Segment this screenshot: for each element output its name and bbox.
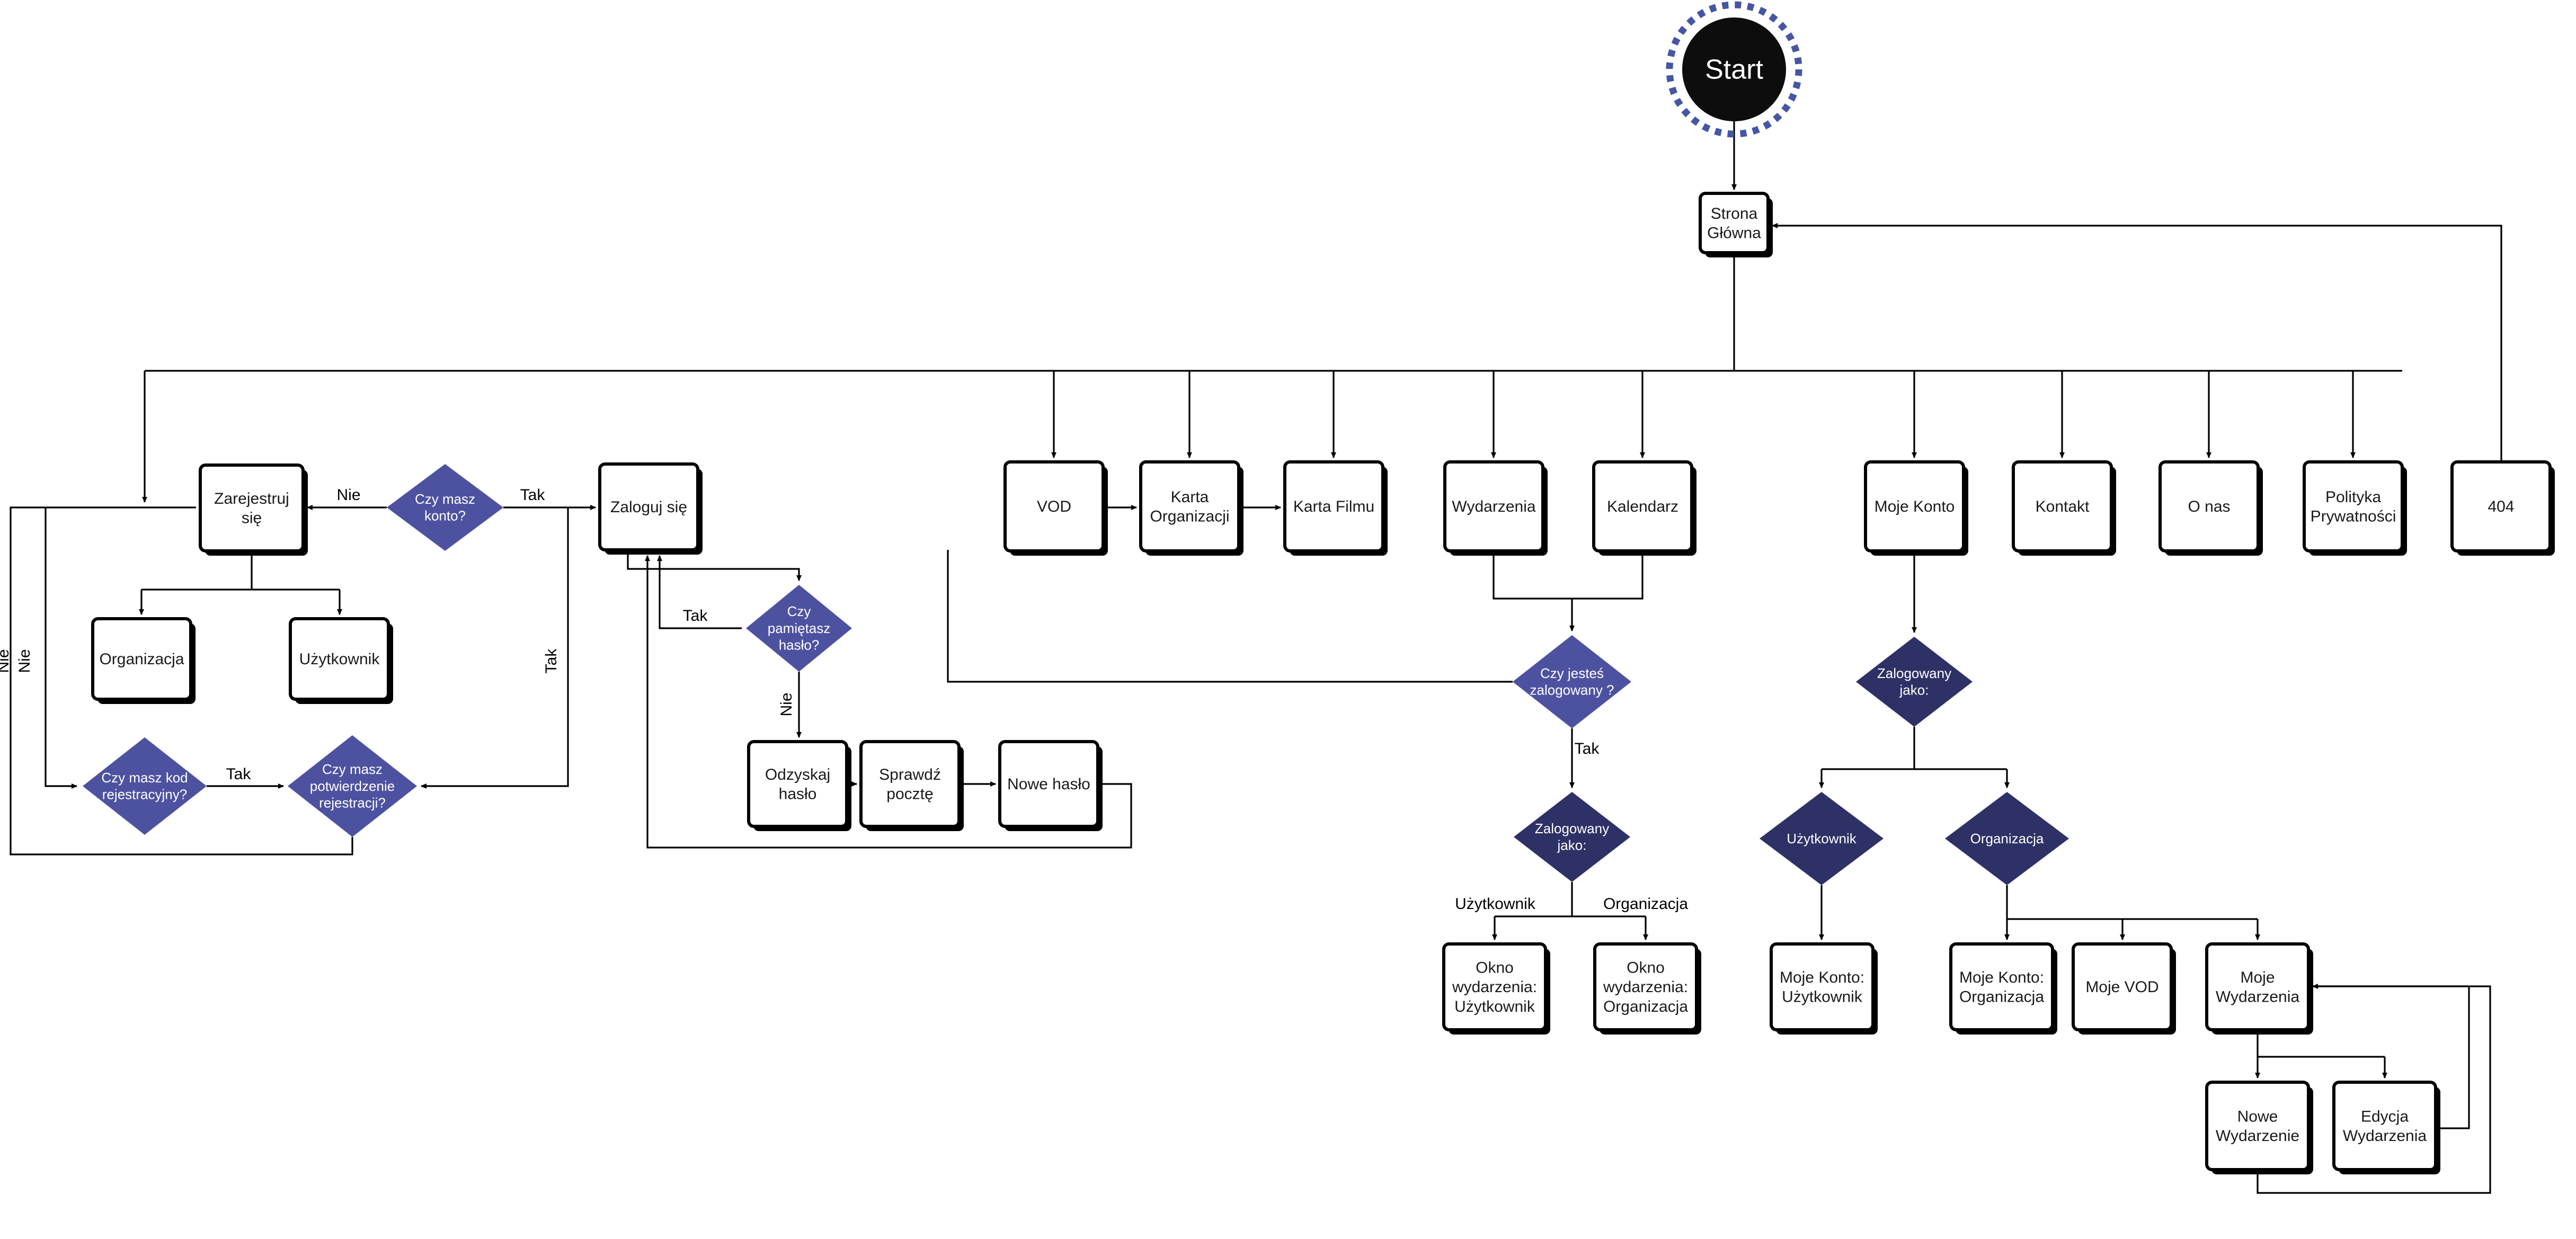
node-moje-konto[interactable]: Moje Konto [1864, 460, 1968, 556]
edge-label-tak-right-vert: Tak [543, 648, 560, 674]
decision-organizacja-diamond[interactable]: Organizacja [1945, 792, 2069, 885]
node-label-vod: VOD [1037, 498, 1071, 515]
node-moje-konto-uzytkownik[interactable]: Moje Konto:Użytkownik [1770, 942, 1878, 1035]
edge-label-organizacja-lbl: Organizacja [1603, 895, 1688, 913]
node-zaloguj-sie[interactable]: Zaloguj się [598, 462, 703, 555]
edge-zalogowany-to-left [947, 550, 1513, 683]
node-moje-konto-organizacja[interactable]: Moje Konto:Organizacja [1949, 942, 2057, 1035]
node-label-organizacja: Organizacja [99, 650, 184, 668]
node-organizacja[interactable]: Organizacja [91, 617, 196, 704]
node-label-moje-konto: Moje Konto [1875, 498, 1955, 515]
edge-zaloguj-to-pamietasz [627, 550, 802, 581]
node-kalendarz[interactable]: Kalendarz [1592, 460, 1696, 556]
edge-nowe-haslo-to-zaloguj [645, 555, 1132, 849]
decision-uzytkownik-diamond[interactable]: Użytkownik [1760, 792, 1884, 885]
node-label-wydarzenia: Wydarzenia [1452, 498, 1535, 515]
node-label-moje-konto-organizacja: Moje Konto:Organizacja [1959, 969, 2044, 1006]
node-label-moje-vod: Moje VOD [2085, 978, 2158, 996]
node-label-o-nas: O nas [2188, 498, 2230, 515]
decision-label-organizacja-diamond: Organizacja [1970, 831, 2044, 846]
node-label-zaloguj-sie: Zaloguj się [610, 498, 687, 516]
edge-label-tak-zalogowany: Tak [1575, 740, 1600, 757]
edge-label-tak-kod: Tak [226, 765, 252, 783]
node-label-nowe-haslo: Nowe hasło [1007, 776, 1090, 793]
edge-nie-outer-loop [10, 506, 353, 855]
edge-label-nie-outer-left: Nie [0, 649, 12, 673]
edge-nie-inner-loop [45, 507, 77, 789]
node-moje-vod[interactable]: Moje VOD [2072, 942, 2176, 1035]
node-nowe-haslo[interactable]: Nowe hasło [998, 740, 1103, 831]
start-node[interactable]: Start [1666, 1, 1802, 138]
node-kontakt[interactable]: Kontakt [2012, 460, 2116, 556]
edge-label-nie-konto: Nie [336, 486, 360, 504]
edge-tak-vert-to-potwierdzenie [421, 507, 569, 789]
decision-label-uzytkownik-diamond: Użytkownik [1787, 831, 1857, 846]
edge-label-tak-pamietasz: Tak [683, 607, 708, 625]
node-vod[interactable]: VOD [1003, 460, 1108, 556]
start-node-label: Start [1705, 55, 1763, 85]
edge-wyd-kal-merge [1493, 551, 1644, 600]
edge-nowe-back-to-moje-wydarzenia [2257, 985, 2491, 1194]
edge-pamietasz-tak-to-zaloguj [657, 555, 742, 629]
node-label-404: 404 [2488, 498, 2514, 515]
node-uzytkownik[interactable]: Użytkownik [289, 617, 393, 704]
node-label-kontakt: Kontakt [2036, 498, 2090, 515]
node-label-kalendarz: Kalendarz [1607, 498, 1678, 515]
edge-label-nie-pamietasz: Nie [778, 692, 795, 716]
node-o-nas[interactable]: O nas [2158, 460, 2263, 556]
node-404[interactable]: 404 [2450, 460, 2555, 556]
node-label-moje-konto-uzytkownik: Moje Konto:Użytkownik [1780, 969, 1864, 1006]
edge-label-tak-konto: Tak [520, 486, 546, 504]
edge-404-to-home [1772, 223, 2502, 462]
edge-label-nie-inner-left: Nie [16, 649, 33, 673]
node-karta-filmu[interactable]: Karta Filmu [1283, 460, 1388, 556]
node-label-karta-filmu: Karta Filmu [1293, 498, 1374, 515]
edge-label-uzytkownik-lbl: Użytkownik [1455, 895, 1536, 913]
node-label-uzytkownik: Użytkownik [299, 650, 380, 668]
node-wydarzenia[interactable]: Wydarzenia [1443, 460, 1548, 556]
edge-layer [10, 114, 2502, 1194]
